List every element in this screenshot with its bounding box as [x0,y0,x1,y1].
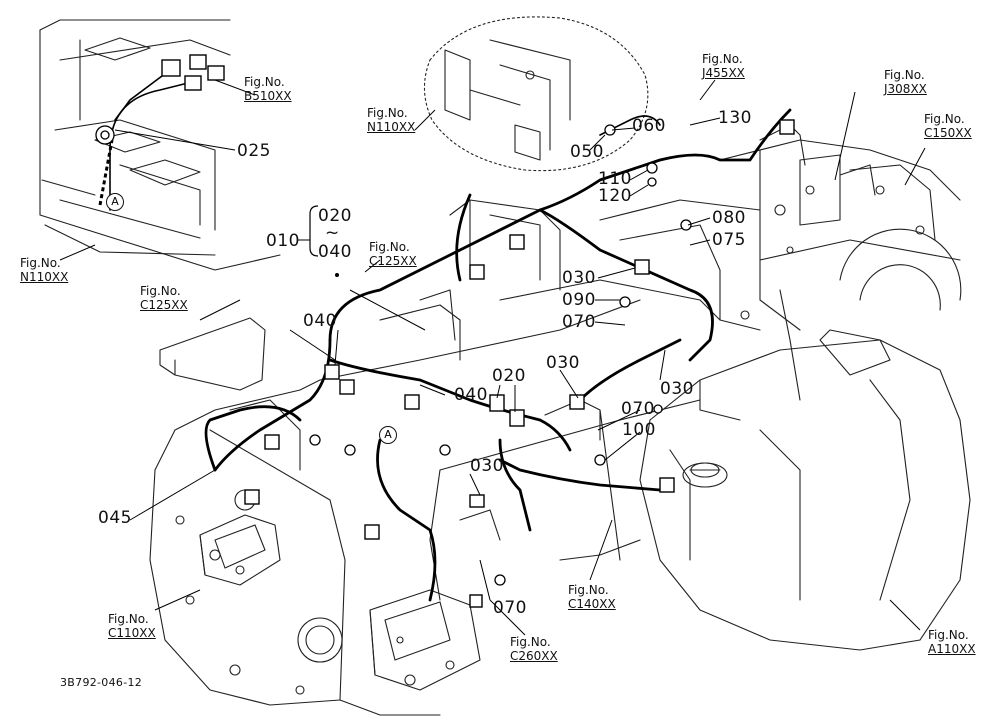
fig-ref-title: Fig.No. [702,52,743,66]
part-label-060[interactable]: 060 [632,116,666,136]
range-tilde: ~ [325,223,340,243]
rear-axle-housing [699,139,962,401]
part-label-030-c[interactable]: 030 [546,353,580,373]
part-label-070-a[interactable]: 070 [562,312,596,332]
fig-ref-title: Fig.No. [928,628,969,642]
fig-ref-number[interactable]: C125XX [140,298,188,312]
part-label-075[interactable]: 075 [712,230,746,250]
fig-ref-c260: Fig.No. C260XX [510,635,558,663]
connectors [161,54,795,608]
fig-ref-number[interactable]: B510XX [244,89,292,103]
transmission-housing [149,299,701,716]
part-label-025[interactable]: 025 [237,141,271,161]
wiring-thin [109,69,661,211]
part-label-040-b[interactable]: 040 [454,385,488,405]
hydraulic-valve-block [199,489,281,586]
fig-ref-title: Fig.No. [510,635,551,649]
part-label-020-mid[interactable]: 020 [492,366,526,386]
part-label-030-b[interactable]: 030 [660,379,694,399]
callout-a-mid: A [379,426,397,444]
bracket-panel [159,317,266,391]
wiring-harness [204,108,792,602]
inset-circle-detail [423,16,649,172]
fig-ref-n110-top: Fig.No. N110XX [367,106,415,134]
fig-ref-j308: Fig.No. J308XX [884,68,927,96]
inset-cab-floor [39,19,281,271]
fig-ref-a110: Fig.No. A110XX [928,628,976,656]
part-label-070-c[interactable]: 070 [493,598,527,618]
part-label-120[interactable]: 120 [598,186,632,206]
part-label-040-a[interactable]: 040 [303,311,337,331]
fig-ref-number[interactable]: C125XX [369,254,417,268]
valve-details [459,124,876,541]
fig-ref-number[interactable]: J455XX [702,66,745,80]
fig-ref-title: Fig.No. [367,106,408,120]
part-label-040-range[interactable]: 040 [318,242,352,262]
fig-ref-n110-left: Fig.No. N110XX [20,256,68,284]
fig-ref-title: Fig.No. [20,256,61,270]
part-label-010[interactable]: 010 [266,231,300,251]
diagram-code: 3B792-046-12 [60,676,143,689]
pump-valve [369,589,481,691]
fig-ref-title: Fig.No. [108,612,149,626]
part-label-045[interactable]: 045 [98,508,132,528]
bolts [95,124,692,586]
fig-ref-number[interactable]: C150XX [924,126,972,140]
fig-ref-c150: Fig.No. C150XX [924,112,972,140]
fig-ref-number[interactable]: N110XX [367,120,416,134]
part-label-030-a[interactable]: 030 [562,268,596,288]
fig-ref-title: Fig.No. [244,75,285,89]
fig-ref-c110: Fig.No. C110XX [108,612,156,640]
fig-ref-number[interactable]: C110XX [108,626,156,640]
part-label-070-b[interactable]: 070 [621,399,655,419]
range-dot [335,273,339,277]
fig-ref-number[interactable]: N110XX [20,270,69,284]
part-label-090[interactable]: 090 [562,290,596,310]
part-label-050[interactable]: 050 [570,142,604,162]
part-label-080[interactable]: 080 [712,208,746,228]
fig-ref-b510: Fig.No. B510XX [244,75,292,103]
fig-ref-c125-left: Fig.No. C125XX [140,284,188,312]
fig-ref-number[interactable]: C140XX [568,597,616,611]
fig-ref-c125-mid: Fig.No. C125XX [369,240,417,268]
callout-a-top: A [106,193,124,211]
fig-ref-c140: Fig.No. C140XX [568,583,616,611]
fig-ref-title: Fig.No. [369,240,410,254]
part-label-110[interactable]: 110 [598,169,632,189]
fuel-tank [639,329,971,651]
upper-frame [379,199,761,361]
part-label-100[interactable]: 100 [622,420,656,440]
part-label-020-range[interactable]: 020 [318,206,352,226]
fig-ref-title: Fig.No. [884,68,925,82]
fig-ref-title: Fig.No. [568,583,609,597]
part-label-130[interactable]: 130 [718,108,752,128]
fig-ref-j455: Fig.No. J455XX [702,52,745,80]
fig-ref-number[interactable]: J308XX [884,82,927,96]
fig-ref-title: Fig.No. [924,112,965,126]
fig-ref-number[interactable]: C260XX [510,649,558,663]
part-label-030-d[interactable]: 030 [470,456,504,476]
leader-lines [59,79,926,636]
range-bracket [309,205,319,257]
fig-ref-title: Fig.No. [140,284,181,298]
fig-ref-number[interactable]: A110XX [928,642,976,656]
